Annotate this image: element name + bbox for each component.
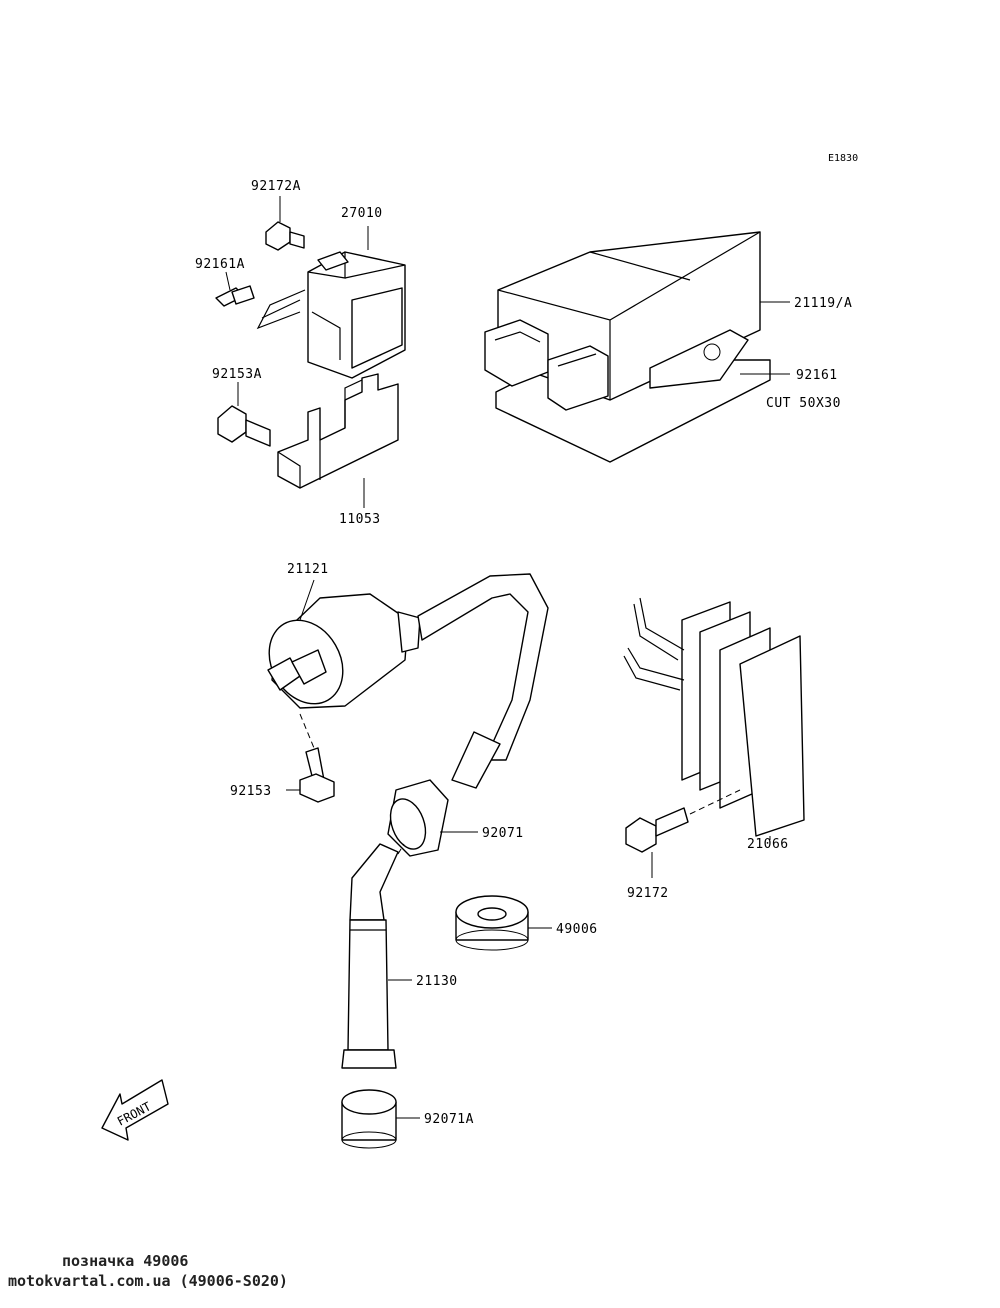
label-92071: 92071	[482, 826, 524, 841]
bolt-92153A	[217, 382, 271, 447]
label-21121: 21121	[287, 562, 329, 577]
label-92153: 92153	[230, 784, 272, 799]
bolt-92153	[286, 747, 335, 803]
label-11053: 11053	[339, 512, 381, 527]
diagram-code: E1830	[828, 153, 858, 164]
label-92071A: 92071A	[424, 1112, 474, 1127]
label-27010: 27010	[341, 206, 383, 221]
label-21119A: 21119/A	[794, 296, 852, 311]
label-92153A: 92153A	[212, 367, 262, 382]
bolt-92172	[625, 807, 689, 878]
label-49006: 49006	[556, 922, 598, 937]
ignition-coil-21121	[267, 573, 549, 789]
footer-source: motokvartal.com.ua (49006-S020)	[8, 1272, 288, 1290]
label-92161: 92161	[796, 368, 838, 383]
bolt-92172A	[265, 196, 305, 251]
label-21066: 21066	[747, 837, 789, 852]
ecu-21119A	[484, 231, 790, 463]
clip-92161A	[215, 271, 255, 307]
plug-cap-21130	[341, 843, 412, 1069]
label-92172: 92172	[627, 886, 669, 901]
bracket-11053	[277, 373, 399, 508]
grommet-49006	[455, 895, 552, 951]
label-21130: 21130	[416, 974, 458, 989]
cap-92071A	[341, 1089, 420, 1149]
footer-caption: позначка 49006	[62, 1252, 189, 1270]
seal-92071	[387, 779, 478, 857]
label-92172A: 92172A	[251, 179, 301, 194]
label-92161A: 92161A	[195, 257, 245, 272]
regulator-21066	[623, 597, 805, 840]
relay-27010	[256, 226, 406, 379]
front-arrow: FRONT	[101, 1079, 169, 1141]
label-cut-size: CUT 50X30	[766, 396, 841, 411]
